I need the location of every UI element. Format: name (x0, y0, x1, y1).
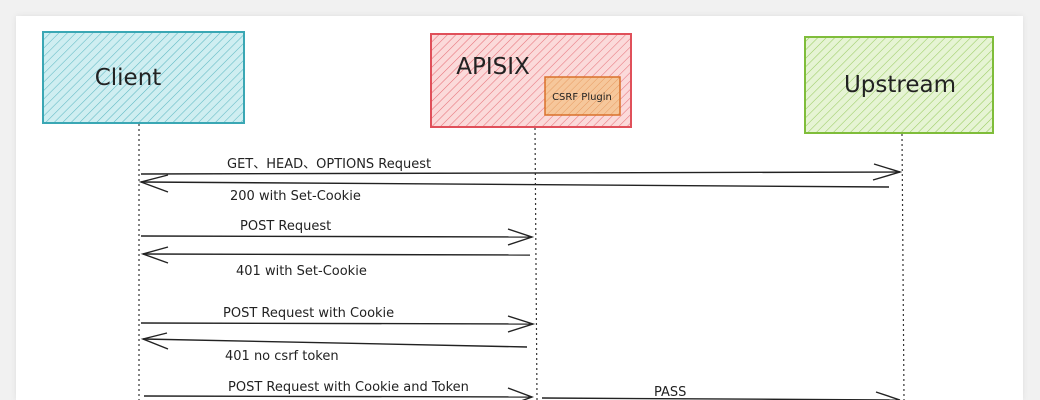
message-label: 200 with Set-Cookie (230, 189, 361, 204)
message-post-with-cookie-and-token: POST Request with Cookie and Token (143, 380, 535, 400)
message-label: PASS (654, 385, 686, 400)
sequence-diagram: Client APISIX CSRF Plugin Upstream GET、H… (42, 31, 994, 400)
message-label: POST Request (240, 219, 331, 234)
message-label: POST Request with Cookie and Token (228, 380, 469, 395)
message-200-set-cookie: 200 with Set-Cookie (138, 174, 890, 204)
csrf-plugin-box: CSRF Plugin (544, 76, 621, 116)
apisix-lifeline (534, 127, 538, 400)
message-post-request: POST Request (140, 219, 535, 246)
client-label: Client (95, 65, 162, 91)
apisix-label: APISIX (456, 54, 530, 80)
message-label: 401 with Set-Cookie (236, 264, 367, 279)
client-box: Client (42, 31, 245, 124)
message-401-no-csrf-token: 401 no csrf token (140, 332, 528, 364)
message-label: GET、HEAD、OPTIONS Request (227, 157, 431, 172)
message-label: POST Request with Cookie (223, 306, 394, 321)
csrf-plugin-label: CSRF Plugin (552, 92, 612, 103)
diagram-canvas: Client APISIX CSRF Plugin Upstream GET、H… (16, 16, 1023, 400)
apisix-box: APISIX CSRF Plugin (430, 33, 632, 128)
upstream-lifeline (901, 133, 905, 400)
message-pass: PASS (541, 385, 901, 400)
message-401-set-cookie: 401 with Set-Cookie (140, 246, 531, 279)
upstream-box: Upstream (804, 36, 994, 134)
message-label: 401 no csrf token (225, 349, 339, 364)
message-get-head-options: GET、HEAD、OPTIONS Request (140, 157, 903, 181)
upstream-label: Upstream (844, 72, 956, 98)
message-post-with-cookie: POST Request with Cookie (140, 306, 536, 333)
